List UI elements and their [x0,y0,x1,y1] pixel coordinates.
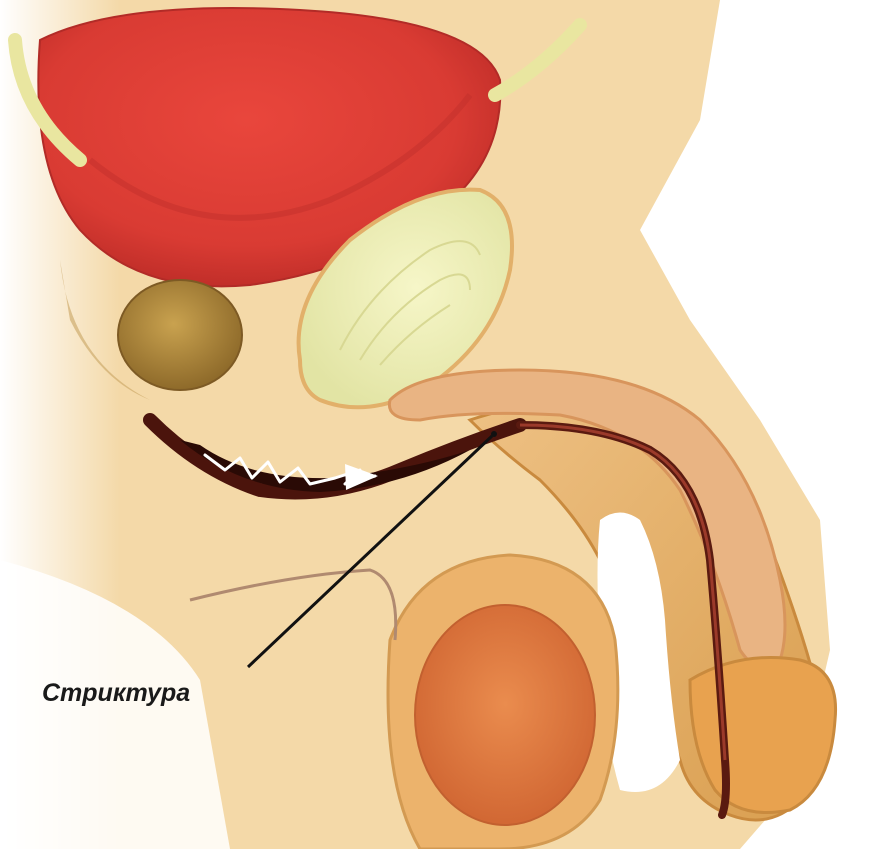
prostate-shadow [60,260,150,400]
prostate [117,279,243,391]
stricture-label: Стриктура [42,679,190,707]
scrotal-gap [597,512,680,792]
bone-texture-1 [339,240,481,351]
pubic-bone [296,187,514,410]
bone-texture-2 [359,273,471,361]
leader-line-anchor [491,431,497,437]
thigh-outline [189,568,398,641]
testicle [414,604,596,826]
lower-left-fade [0,560,230,849]
bladder-fold [88,93,473,221]
ureter-right [488,18,587,102]
label-leader-line [246,434,494,669]
stricture-arrowhead [345,464,378,490]
ureter-left [8,33,87,167]
bone-texture-3 [379,304,451,366]
urethra-lumen [519,423,727,761]
